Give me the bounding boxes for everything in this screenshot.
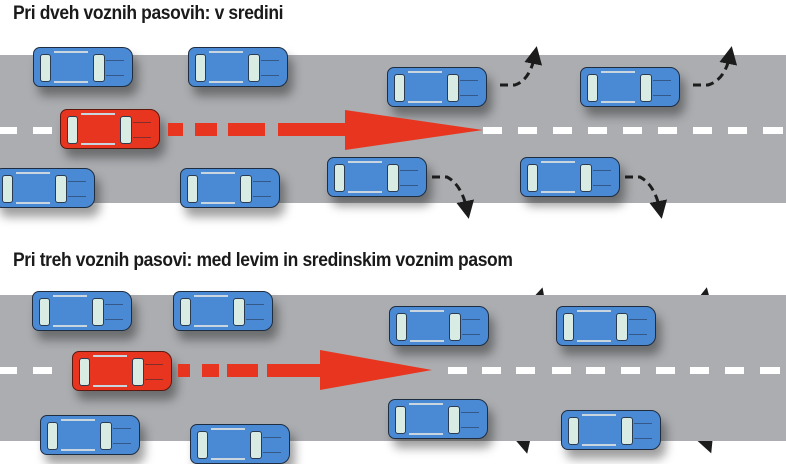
- car-blue: [388, 399, 488, 439]
- car-blue: [327, 157, 427, 197]
- car-blue: [387, 67, 487, 107]
- diagram-2-title: Pri treh voznih pasovi: med levim in sre…: [13, 250, 513, 271]
- car-blue: [188, 47, 288, 87]
- car-blue: [32, 291, 132, 331]
- car-blue: [556, 306, 656, 346]
- car-blue: [33, 47, 133, 87]
- car-blue: [520, 157, 620, 197]
- car-blue: [180, 168, 280, 208]
- car-blue: [40, 415, 140, 455]
- car-blue: [0, 168, 95, 208]
- car-blue: [173, 291, 273, 331]
- emergency-vehicle-red-car: [72, 351, 172, 391]
- car-blue: [580, 67, 680, 107]
- car-blue: [389, 306, 489, 346]
- diagram-1-title: Pri dveh voznih pasovih: v sredini: [13, 3, 284, 24]
- emergency-vehicle-red-car: [60, 109, 160, 149]
- car-blue: [561, 410, 661, 450]
- car-blue: [190, 424, 290, 464]
